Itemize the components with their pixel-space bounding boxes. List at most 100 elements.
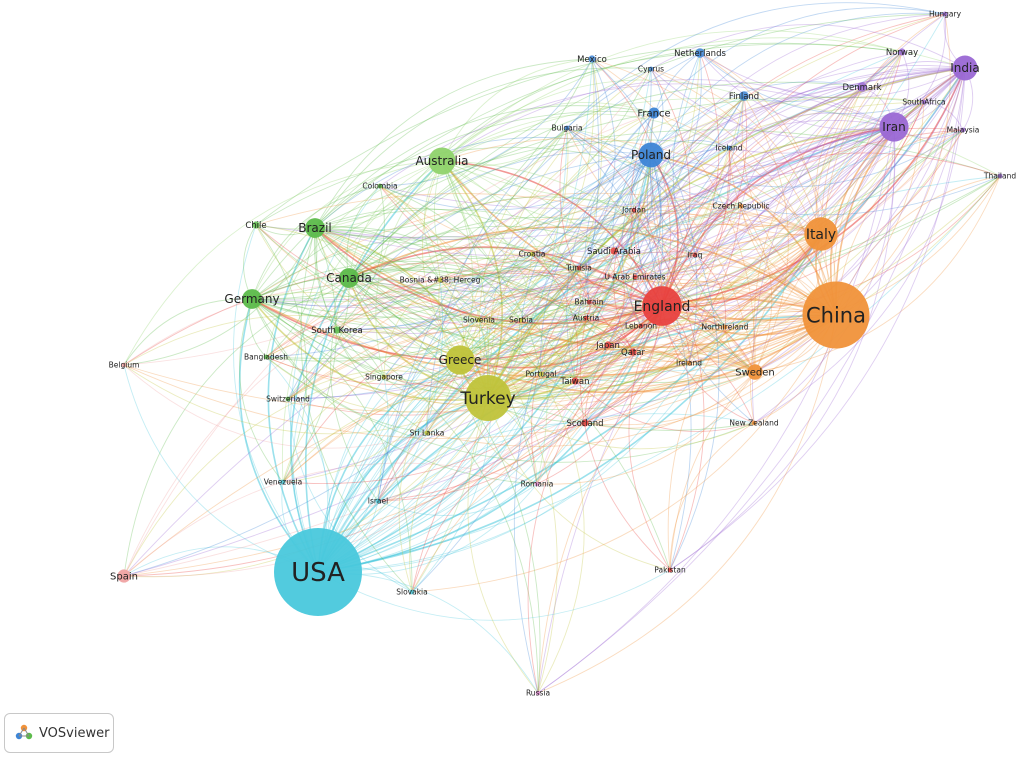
label-denmark[interactable]: Denmark: [842, 83, 881, 93]
node-singapore[interactable]: [381, 374, 387, 380]
label-ireland[interactable]: Ireland: [676, 359, 702, 368]
label-japan[interactable]: Japan: [595, 341, 620, 351]
label-croatia[interactable]: Croatia: [519, 250, 546, 259]
label-qatar[interactable]: Qatar: [621, 348, 645, 358]
node-bahrain[interactable]: [586, 299, 592, 305]
node-saudi[interactable]: [610, 247, 618, 255]
node-lebanon[interactable]: [638, 323, 644, 329]
label-belgium[interactable]: Belgium: [109, 361, 140, 370]
node-bangladesh[interactable]: [263, 354, 269, 360]
node-slovakia[interactable]: [409, 589, 415, 595]
label-tunisia[interactable]: Tunisia: [565, 264, 592, 273]
label-england[interactable]: England: [634, 299, 691, 315]
label-bangladesh[interactable]: Bangladesh: [244, 353, 288, 362]
label-bosnia[interactable]: Bosnia &#38; Herceg: [400, 276, 481, 285]
label-poland[interactable]: Poland: [631, 148, 671, 162]
label-malaysia[interactable]: Malaysia: [947, 126, 980, 135]
label-iran[interactable]: Iran: [882, 120, 905, 134]
label-singapore[interactable]: Singapore: [365, 373, 403, 382]
label-iraq[interactable]: Iraq: [688, 251, 703, 260]
label-cyprus[interactable]: Cyprus: [638, 65, 664, 74]
label-bulgaria[interactable]: Bulgaria: [551, 124, 582, 133]
label-hungary[interactable]: Hungary: [929, 10, 962, 19]
label-jordan[interactable]: Jordan: [621, 206, 646, 215]
node-australia[interactable]: [428, 147, 456, 175]
node-brazil[interactable]: [305, 218, 325, 238]
label-colombia[interactable]: Colombia: [362, 182, 397, 191]
label-netherlands[interactable]: Netherlands: [674, 49, 726, 59]
node-southkorea[interactable]: [333, 326, 341, 334]
node-hungary[interactable]: [942, 11, 948, 17]
label-sweden[interactable]: Sweden: [735, 368, 775, 379]
node-chile[interactable]: [252, 221, 260, 229]
node-italy[interactable]: [804, 217, 838, 251]
node-usa[interactable]: [274, 528, 362, 616]
label-italy[interactable]: Italy: [806, 227, 836, 243]
node-qatar[interactable]: [629, 348, 637, 356]
node-israel[interactable]: [375, 498, 381, 504]
label-france[interactable]: France: [637, 109, 670, 120]
node-iran[interactable]: [879, 112, 909, 142]
node-serbia[interactable]: [518, 317, 524, 323]
label-southafrica[interactable]: SouthAfrica: [902, 98, 945, 107]
label-pakistan[interactable]: Pakistan: [654, 566, 686, 575]
label-norway[interactable]: Norway: [886, 48, 918, 58]
node-greece[interactable]: [445, 345, 475, 375]
node-japan[interactable]: [604, 341, 612, 349]
node-denmark[interactable]: [857, 82, 867, 92]
label-slovenia[interactable]: Slovenia: [463, 316, 495, 325]
node-england[interactable]: [642, 286, 682, 326]
node-srilanka[interactable]: [424, 430, 430, 436]
label-northireland[interactable]: NorthIreland: [702, 323, 749, 332]
node-russia[interactable]: [535, 690, 541, 696]
node-tunisia[interactable]: [576, 265, 582, 271]
label-srilanka[interactable]: Sri Lanka: [410, 429, 445, 438]
label-greece[interactable]: Greece: [439, 353, 482, 367]
node-germany[interactable]: [242, 289, 262, 309]
node-india[interactable]: [952, 55, 978, 81]
node-spain[interactable]: [117, 569, 131, 583]
label-mexico[interactable]: Mexico: [577, 55, 607, 65]
node-romania[interactable]: [534, 481, 540, 487]
node-taiwan[interactable]: [571, 377, 579, 385]
label-chile[interactable]: Chile: [245, 221, 266, 231]
label-southkorea[interactable]: South Korea: [311, 326, 363, 336]
label-israel[interactable]: Israel: [368, 497, 389, 506]
label-spain[interactable]: Spain: [110, 572, 138, 583]
node-mexico[interactable]: [588, 55, 596, 63]
label-usa[interactable]: USA: [291, 558, 345, 588]
label-iceland[interactable]: Iceland: [715, 144, 742, 153]
label-russia[interactable]: Russia: [526, 689, 550, 698]
node-uae[interactable]: [632, 274, 638, 280]
label-austria[interactable]: Austria: [573, 314, 600, 323]
node-colombia[interactable]: [377, 183, 383, 189]
node-china[interactable]: [802, 281, 870, 349]
label-canada[interactable]: Canada: [326, 271, 372, 285]
label-lebanon[interactable]: Lebanon: [625, 322, 657, 331]
label-venezuela[interactable]: Venezuela: [264, 478, 303, 487]
node-jordan[interactable]: [631, 207, 637, 213]
vosviewer-logo[interactable]: VOSviewer: [4, 713, 114, 753]
node-sweden[interactable]: [747, 364, 763, 380]
node-ireland[interactable]: [686, 360, 692, 366]
node-norway[interactable]: [898, 48, 906, 56]
label-china[interactable]: China: [806, 303, 866, 327]
node-switzerland[interactable]: [285, 396, 291, 402]
label-germany[interactable]: Germany: [224, 292, 279, 306]
node-turkey[interactable]: [465, 375, 511, 421]
node-belgium[interactable]: [121, 362, 127, 368]
node-croatia[interactable]: [529, 251, 535, 257]
node-portugal[interactable]: [538, 371, 544, 377]
label-switzerland[interactable]: Switzerland: [266, 395, 310, 404]
node-venezuela[interactable]: [280, 479, 286, 485]
node-malaysia[interactable]: [960, 127, 966, 133]
node-slovenia[interactable]: [476, 317, 482, 323]
label-india[interactable]: India: [950, 61, 979, 75]
node-france[interactable]: [648, 107, 660, 119]
label-brazil[interactable]: Brazil: [298, 221, 332, 235]
node-canada[interactable]: [339, 268, 359, 288]
label-taiwan[interactable]: Taiwan: [560, 377, 590, 387]
node-southafrica[interactable]: [921, 99, 927, 105]
label-saudi[interactable]: Saudi Arabia: [587, 247, 641, 257]
node-iraq[interactable]: [692, 252, 698, 258]
